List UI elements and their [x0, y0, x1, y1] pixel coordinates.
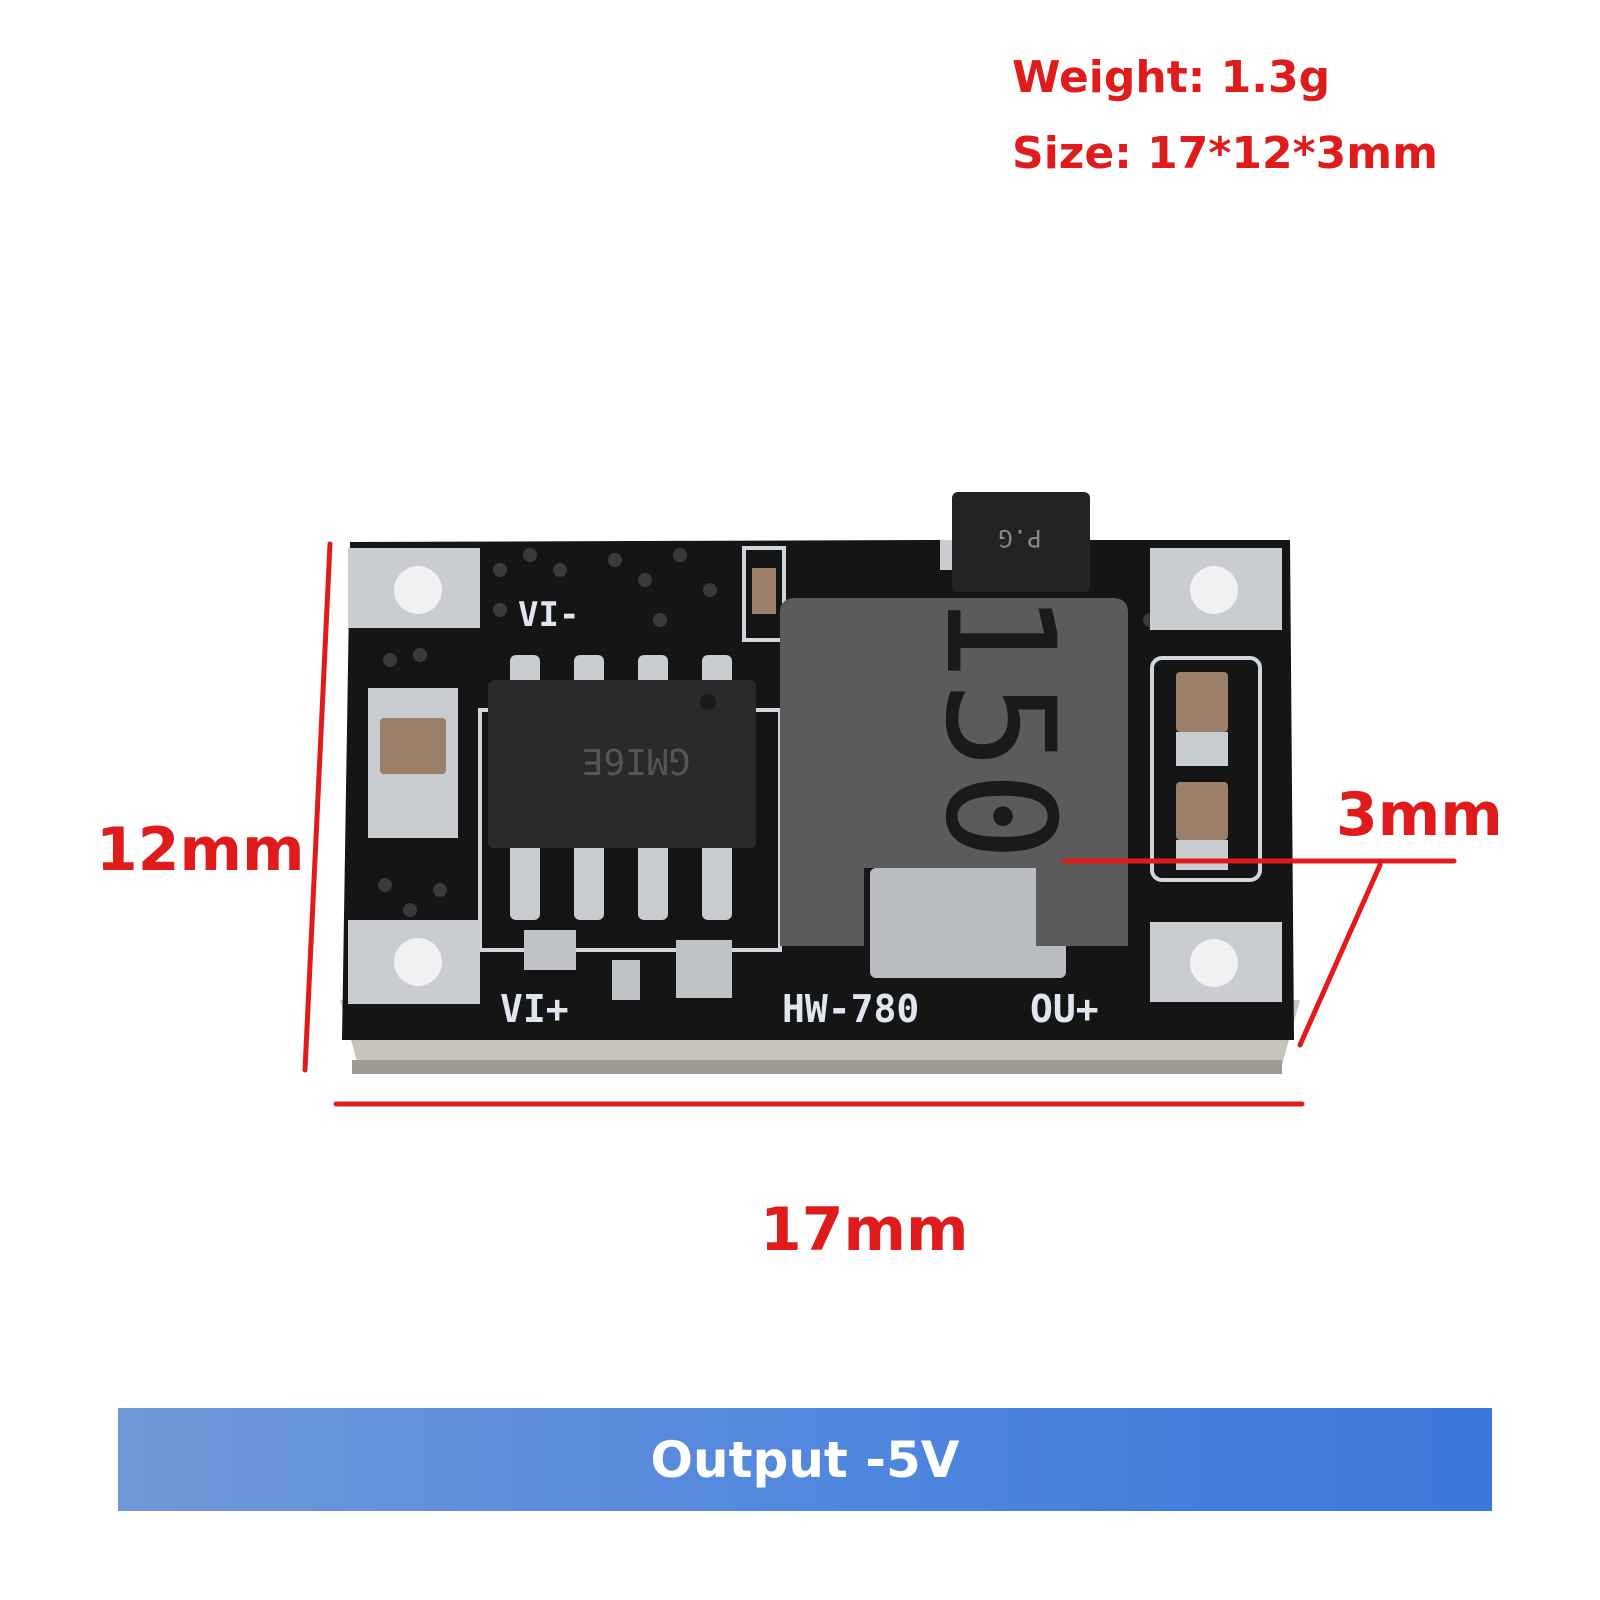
bottom-component-1	[524, 930, 576, 970]
top-small-component	[752, 568, 776, 614]
width-dimension-label: 17mm	[760, 1195, 969, 1265]
output-voltage-banner: Output -5V	[118, 1408, 1492, 1511]
height-dimension-label: 12mm	[96, 815, 305, 885]
corner-pads	[348, 548, 1282, 1004]
depth-slant-line	[1297, 862, 1383, 1048]
label-vi-plus: VI+	[500, 987, 569, 1031]
output-voltage-text: Output -5V	[650, 1430, 960, 1489]
ic-pin1-dot	[700, 694, 716, 710]
inductor	[780, 598, 1128, 946]
right-capacitor-1-pad	[1176, 732, 1228, 766]
height-dimension-line	[302, 541, 333, 1073]
right-capacitor-1	[1176, 672, 1228, 732]
inductor-pad	[870, 868, 1066, 978]
ic-chip	[488, 680, 756, 848]
vias	[378, 548, 1157, 917]
transistor-marking: P.G	[998, 524, 1041, 552]
ic-pins	[510, 655, 732, 920]
label-vi-minus: VI-	[518, 595, 579, 635]
bottom-component-2	[612, 960, 640, 1000]
dimension-lines	[302, 541, 1457, 1107]
ic-marking: GMI6E	[582, 740, 690, 781]
bottom-component-3	[676, 940, 732, 998]
left-capacitor	[380, 718, 446, 774]
right-capacitor-2	[1176, 782, 1228, 840]
inductor-marking: 150	[912, 591, 1086, 862]
transistor	[952, 492, 1090, 592]
right-capacitor-2-pad	[1176, 840, 1228, 870]
label-model: HW-780	[782, 987, 919, 1031]
label-out-plus: OU+	[1030, 987, 1099, 1031]
silk-frame-right	[1150, 656, 1262, 882]
depth-dimension-label: 3mm	[1336, 780, 1503, 850]
pcb-edge-shadow	[352, 1060, 1282, 1074]
weight-spec: Weight: 1.3g	[1012, 52, 1331, 103]
size-spec: Size: 17*12*3mm	[1012, 128, 1438, 179]
silk-frame-top	[742, 546, 786, 642]
